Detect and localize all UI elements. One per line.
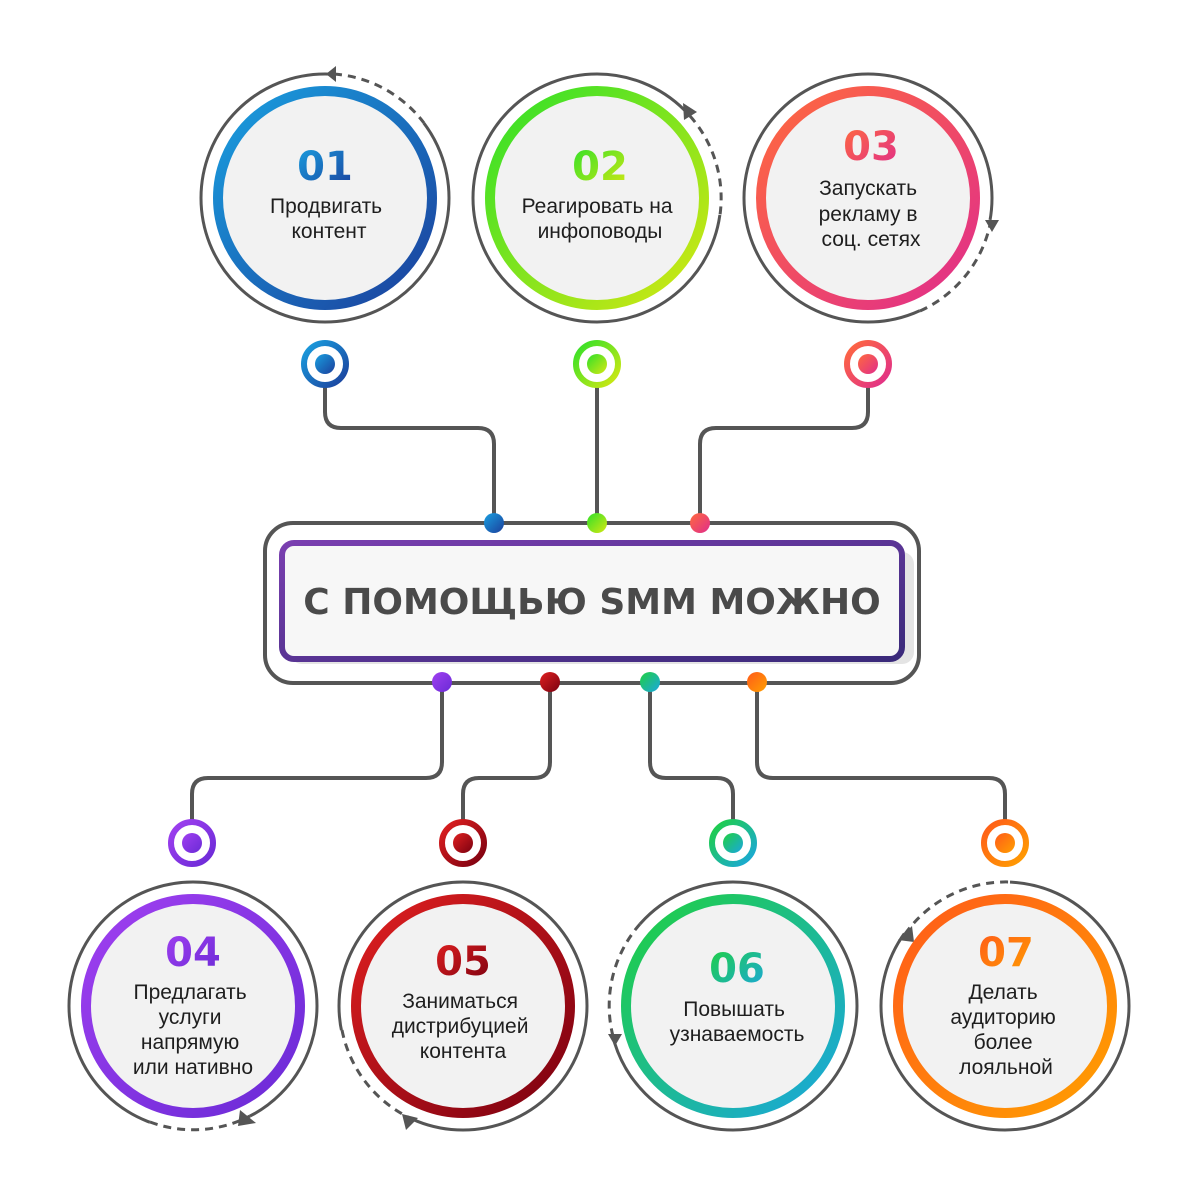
item-number-05: 05 [435,939,491,985]
item-dashed-arc-dash-06 [607,923,642,1041]
connector-04 [190,680,444,824]
item-label-02: Реагировать на инфоповоды [522,195,679,243]
central-dot-01 [484,513,504,533]
arrow-icon-04 [238,1110,256,1126]
item-label-05-line-1: Заниматься [402,990,518,1013]
item-label-02-line-1: Реагировать на [522,195,673,218]
node-marker-06 [709,819,757,867]
item-number-01: 01 [297,144,353,190]
item-number-03: 03 [843,124,899,170]
item-gradient-ring-03 [756,86,980,310]
connector-03 [698,382,870,525]
item-number-04: 04 [165,930,221,976]
central-block: С ПОМОЩЬЮ SMM МОЖНО [263,521,921,685]
item-04: 04 Предлагать услуги напрямую или нативн… [67,880,319,1133]
arrow-icon-07 [898,926,914,942]
central-dot-03 [690,513,710,533]
item-number-06: 06 [709,946,765,992]
item-label-04-line-2: услуги [159,1006,222,1029]
node-marker-05 [439,819,487,867]
node-marker-02 [573,340,621,388]
arrow-icon-02 [683,103,697,120]
item-03: 03 Запускать рекламу в соц. сетях [742,72,999,324]
node-marker-center-07 [995,833,1015,853]
item-gradient-ring-07 [893,894,1117,1118]
node-marker-04 [168,819,216,867]
node-marker-07 [981,819,1029,867]
item-label-03: Запускать рекламу в соц. сетях [819,177,924,251]
connector-07 [755,680,1007,824]
item-circles: 01 Продвигать контент 02 Реагировать на … [67,66,1131,1133]
item-dashed-arc-dash-03 [919,219,993,313]
central-dot-02 [587,513,607,533]
arrow-icon-06 [608,1034,622,1046]
item-label-04-line-4: или нативно [133,1056,253,1079]
item-05: 05 Заниматься дистрибуцией контента [337,880,589,1132]
item-label-02-line-2: инфоповоды [538,220,663,243]
node-marker-center-05 [453,833,473,853]
connector-05 [461,680,552,824]
item-label-07-line-4: лояльной [959,1056,1053,1079]
item-label-04-line-1: Предлагать [134,981,247,1004]
node-marker-center-03 [858,354,878,374]
item-label-07-line-1: Делать [968,981,1037,1004]
item-label-04-line-3: напрямую [141,1031,239,1054]
item-dashed-arc-dash-05 [340,1029,411,1120]
central-inner-box [279,540,905,662]
item-label-05-line-3: контента [420,1040,507,1063]
item-label-07-line-3: более [974,1031,1033,1054]
node-marker-01 [301,340,349,388]
node-markers [168,340,1029,867]
connectors [190,382,1007,824]
item-gradient-ring-05 [351,894,575,1118]
item-label-03-line-3: соц. сетях [821,228,921,251]
item-label-03-line-2: рекламу в [819,203,918,226]
arrow-icon-03 [985,220,999,232]
central-dots [432,513,767,692]
connector-01 [323,382,496,525]
item-label-07-line-2: аудиторию [950,1006,1055,1029]
item-label-01-line-2: контент [292,220,367,243]
item-dashed-arc-02 [687,114,725,216]
item-label-07: Делать аудиторию более лояльной [950,981,1061,1079]
central-dot-06 [640,672,660,692]
item-01: 01 Продвигать контент [199,66,451,324]
item-dashed-arc-01 [333,71,427,125]
item-label-05: Заниматься дистрибуцией контента [392,990,535,1063]
item-gradient-ring-02 [485,86,709,310]
arrow-icon-05 [402,1114,418,1130]
node-marker-center-01 [315,354,335,374]
node-marker-center-02 [587,354,607,374]
item-number-07: 07 [978,930,1034,976]
item-label-06-line-2: узнаваемость [670,1023,805,1046]
item-gradient-ring-06 [621,894,845,1118]
arrow-icon-01 [326,66,336,82]
item-label-06: Повышать узнаваемость [670,998,805,1046]
item-dashed-arc-dash-07 [903,880,1011,935]
node-marker-center-06 [723,833,743,853]
item-gradient-ring-04 [81,894,305,1118]
central-dot-04 [432,672,452,692]
item-label-03-line-1: Запускать [819,177,917,200]
item-label-06-line-1: Повышать [683,998,785,1021]
item-label-05-line-2: дистрибуцией [392,1015,529,1038]
item-number-02: 02 [572,144,628,190]
item-gradient-ring-01 [213,86,437,310]
node-marker-center-04 [182,833,202,853]
central-dot-05 [540,672,560,692]
connector-06 [648,680,735,824]
central-dot-07 [747,672,767,692]
central-title: С ПОМОЩЬЮ SMM МОЖНО [303,582,880,623]
item-06: 06 Повышать узнаваемость [606,880,859,1132]
item-label-01-line-1: Продвигать [270,195,382,218]
item-label-01: Продвигать контент [270,195,388,243]
node-marker-03 [844,340,892,388]
item-07: 07 Делать аудиторию более лояльной [879,878,1131,1132]
item-02: 02 Реагировать на инфоповоды [471,72,725,324]
item-label-04: Предлагать услуги напрямую или нативно [133,981,253,1079]
